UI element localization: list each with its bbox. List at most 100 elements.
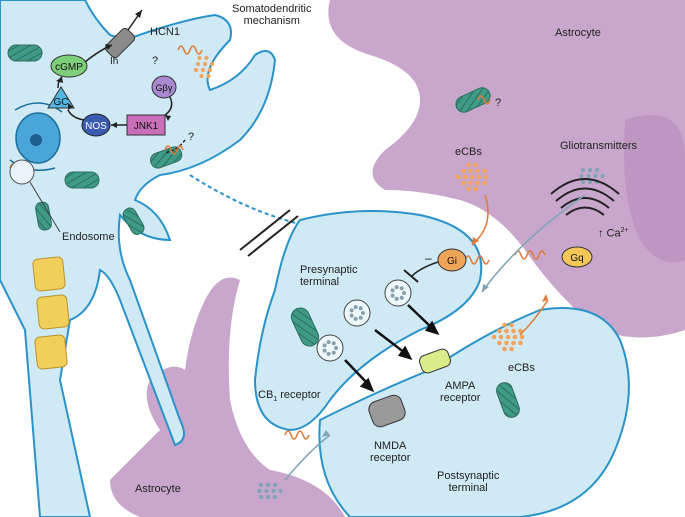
vesicle-content (322, 348, 327, 353)
release-arrow (344, 359, 369, 385)
molecule-dot (497, 340, 502, 346)
arrow-nos-gc (67, 109, 85, 121)
cb1-receptor-label: CB1 receptor (258, 389, 321, 406)
molecule-dot (193, 67, 199, 73)
molecule-dot (265, 494, 271, 500)
minus-label: – (425, 251, 432, 265)
molecule-dot (504, 340, 509, 346)
cgmp-label: cGMP (55, 62, 83, 73)
release-arrows (344, 304, 440, 393)
cb1-receptor-astro-mito (477, 95, 491, 105)
molecule-dot (272, 482, 278, 488)
arrowhead (111, 122, 117, 128)
molecule-dot (504, 328, 509, 334)
vesicle-content (358, 315, 363, 320)
molecule-dot (455, 174, 461, 180)
gc-label: GC (54, 97, 69, 108)
molecule-dot (204, 55, 209, 61)
mitochondrion (496, 382, 520, 418)
gbg-label: Gβγ (156, 83, 173, 93)
mitochondrion (150, 146, 183, 169)
astrocyte-right-lobe (624, 115, 685, 263)
ecb-arrowhead (542, 294, 548, 302)
cb1-receptor-soma-mid (164, 145, 184, 155)
myelin-segment (34, 334, 68, 370)
ecb-arrow-post-to-astro (519, 299, 549, 336)
mitochondrion (122, 207, 145, 235)
vesicle-content (322, 343, 327, 348)
ih-arrowhead (135, 10, 142, 18)
glio-arrows (284, 194, 586, 481)
molecule-dot (209, 61, 215, 67)
vesicle (316, 334, 344, 362)
vesicle-content (326, 351, 331, 356)
ca-superscript: 2+ (620, 227, 629, 234)
molecule-dot (257, 488, 262, 494)
molecule-dot (271, 488, 276, 494)
molecule-dot (462, 174, 468, 180)
molecule-dot (502, 322, 507, 328)
molecule-dot (278, 488, 283, 494)
molecule-dot (461, 180, 466, 186)
cb1-text: CB (258, 389, 274, 401)
nmda-label: NMDA receptor (370, 440, 411, 464)
gi-protein (437, 248, 467, 272)
glio-arrowhead (322, 430, 330, 437)
molecule-dot (468, 180, 473, 186)
vesicle-content (394, 296, 399, 301)
cb1-receptor-astrocyte-gq (514, 250, 546, 260)
arrow-gbg-jnk1 (164, 96, 173, 116)
ca-wave (565, 206, 605, 216)
arrow-question-jnk1 (164, 139, 186, 154)
ecb-arrowhead (472, 237, 479, 245)
molecule-dot (202, 61, 208, 67)
axon-break-2 (247, 215, 299, 257)
arrowhead (165, 115, 171, 121)
nmda-receptor (368, 394, 406, 428)
myelin-sheath (32, 256, 70, 370)
molecule-dot (482, 180, 487, 186)
gi-inhibition-line (411, 261, 439, 277)
arrowhead (56, 77, 63, 83)
release-arrowhead (424, 320, 440, 336)
molecule-dot (473, 186, 478, 192)
molecule-dot (509, 322, 514, 328)
ca-wave (550, 178, 620, 195)
vesicle-content (331, 341, 336, 346)
vesicle-content (394, 285, 399, 290)
ca-text: ↑ Ca (598, 227, 621, 240)
astrocyte-bottom-label: Astrocyte (135, 483, 181, 495)
gi-label: Gi (447, 256, 457, 267)
nos-node (81, 113, 111, 137)
molecule-dot (580, 167, 586, 173)
myelin-segment (32, 256, 66, 292)
nos-label: NOS (85, 121, 107, 132)
glio-arrowhead (482, 284, 489, 292)
question-mark-soma: ? (152, 55, 158, 67)
question-mark-astro: ? (495, 97, 501, 109)
cb1-subscript: 1 (273, 396, 278, 404)
ampa-label: AMPA receptor (440, 380, 481, 404)
ecb-dots-bottom (491, 322, 525, 352)
mitochondrion (64, 171, 100, 189)
vesicle-content (390, 288, 395, 293)
vesicle-content (326, 340, 331, 345)
endosome (9, 159, 35, 185)
somatodendritic-label: Somatodendritic mechanism (232, 3, 312, 27)
mitochondrion (455, 87, 491, 113)
molecule-dot (586, 173, 591, 179)
gliotransmitter-dots-bottom (257, 482, 283, 500)
hcn1-channel (104, 27, 136, 59)
molecule-dot (502, 346, 507, 352)
arrowhead (105, 44, 112, 50)
ampa-receptor (419, 348, 451, 374)
molecule-dot (580, 179, 586, 185)
vesicle-content (358, 306, 363, 311)
glio-arrow-to-postsynaptic (284, 434, 331, 481)
cb1-receptor-presynaptic-bottom (284, 430, 310, 440)
jnk1-label: JNK1 (134, 121, 159, 132)
molecule-dot (473, 162, 478, 168)
molecule-dot (264, 488, 269, 494)
gliotransmitters-label: Gliotransmitters (560, 140, 638, 152)
molecule-dot (512, 334, 518, 340)
